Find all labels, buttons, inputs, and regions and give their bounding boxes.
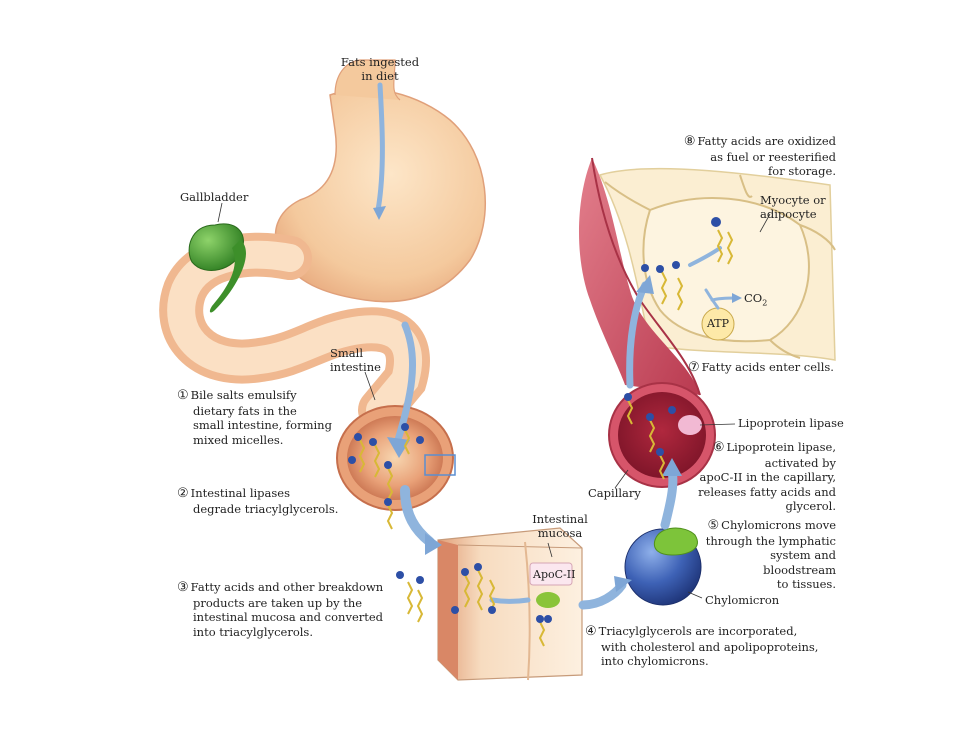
step-6-number: ⑥ [712,440,725,455]
gallbladder-label: Gallbladder [180,190,249,204]
step-4-number: ④ [585,624,597,639]
myocyte-line-1: Myocyte or [760,193,826,207]
step-4-line-3: into chylomicrons. [601,654,709,668]
myocyte-line-2: adipocyte [760,207,817,221]
step-1-number: ① [177,388,189,403]
capillary-label: Capillary [588,486,641,500]
step-3-number: ③ [177,580,189,595]
apoc2-label: ApoC-II [533,568,576,581]
flow-arrows [373,82,742,610]
co2-subscript: 2 [762,298,768,308]
fats-ingested-line-2: in diet [361,69,399,83]
step-2-line-2: degrade triacylglycerols. [193,501,339,516]
step-8-line-1: Fatty acids are oxidized [697,134,836,148]
intestinal-mucosa [437,527,583,681]
step-1-line-1: Bile salts emulsify [190,388,297,402]
step-3-line-1: Fatty acids and other breakdown [190,580,384,594]
glycerol-heads [348,217,721,623]
leader-lines [217,202,771,599]
step-6-line-5: glycerol. [785,499,836,513]
fats-ingested-line-1: Fats ingested [340,55,420,69]
co2-text: CO [744,291,763,305]
fats-ingested-label: Fats ingested in diet [335,55,425,83]
step-1-line-4: mixed micelles. [193,432,284,447]
gallbladder [188,223,246,313]
step-3-line-2: products are taken up by the [193,595,363,610]
small-intestine-label: Small intestine [330,346,381,374]
step-7-line-1: Fatty acids enter cells. [701,360,834,374]
step-5-line-1: Chylomicrons move [721,518,836,532]
step-6-line-3: apoC-II in the capillary, [699,470,836,484]
step-5-line-5: to tissues. [776,577,836,591]
step-6-line-1: Lipoprotein lipase, [726,440,837,454]
step-2-line-1: Intestinal lipases [190,486,291,500]
step-5-number: ⑤ [707,518,720,533]
step-1-line-3: small intestine, forming [193,418,332,432]
step-4-line-2: with cholesterol and apolipoproteins, [601,639,819,654]
step-6-line-4: releases fatty acids and [698,484,836,499]
intestinal-mucosa-label: Intestinal mucosa [520,512,600,540]
step-7-number: ⑦ [688,360,700,375]
step-1-line-2: dietary fats in the [193,403,297,418]
intestinal-mucosa-line-2: mucosa [537,526,583,540]
step-8-line-2: as fuel or reesterified [710,149,836,164]
step-3-line-3: intestinal mucosa and converted [193,610,384,624]
small-intestine-line-2: intestine [330,360,381,374]
chylomicron-label: Chylomicron [705,593,780,607]
co2-label: CO2 [744,291,767,310]
step-8-line-3: for storage. [768,164,836,178]
step-6-line-2: activated by [764,455,836,470]
step-5-line-3: system and [770,548,836,562]
step-4-line-1: Triacylglycerols are incorporated, [598,624,798,638]
step-2-number: ② [177,486,189,501]
step-3-line-4: into triacylglycerols. [193,624,313,639]
atp-label: ATP [706,317,730,330]
lipoprotein-lipase-label: Lipoprotein lipase [738,416,844,430]
capillary [578,157,716,488]
fatty-acid-molecules [358,229,734,647]
step-8-number: ⑧ [683,134,696,149]
step-5-line-2: through the lymphatic [705,533,836,548]
step-5-line-4: bloodstream [763,562,836,577]
myocyte-label: Myocyte or adipocyte [760,193,826,221]
chylomicron-sphere [624,527,702,606]
small-intestine-line-1: Small [330,346,363,360]
intestinal-mucosa-line-1: Intestinal [532,512,588,526]
